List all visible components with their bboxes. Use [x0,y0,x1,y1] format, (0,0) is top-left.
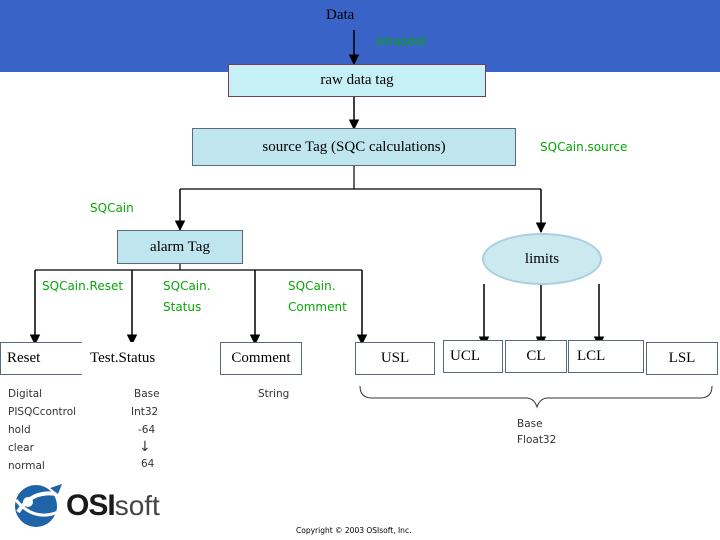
reset-node: Reset [0,342,90,375]
sqcain-status-label-2: Status [163,300,202,314]
teststatus-node: Test.Status [82,342,182,375]
reset-value-2: PISQCcontrol [8,406,77,418]
status-arrow-icon: ↓ [139,439,151,455]
sqcain-comment-label-1: SQCain. [288,279,336,293]
logo-brand-bold: OSI [66,489,116,522]
status-value-2: Int32 [131,406,159,418]
logo-brand-light: soft [114,490,160,521]
reset-value-3: hold [8,424,31,436]
reset-value-5: normal [8,460,45,472]
reset-value-1: Digital [8,388,43,400]
sqcain-status-label-1: SQCain. [163,279,211,293]
sinusoid-label: sinusoid [376,34,426,48]
usl-node: USL [355,342,435,375]
lcl-node: LCL [568,340,644,373]
comment-node: Comment [220,342,302,375]
sqcain-comment-label-2: Comment [288,300,347,314]
reset-value-4: clear [8,442,34,454]
sqcain-reset-label: SQCain.Reset [42,279,124,293]
sqcain-source-label: SQCain.source [540,140,628,154]
ucl-node: UCL [443,340,503,373]
status-value-1: Base [134,388,160,400]
cl-node: CL [505,340,567,373]
copyright-text: Copyright © 2003 OSIsoft, Inc. [296,526,412,535]
globe-icon [14,484,62,527]
limits-value-2: Float32 [517,434,557,446]
data-label: Data [326,7,355,23]
comment-value: String [258,388,290,400]
status-value-3: -64 [138,424,156,436]
lsl-node: LSL [646,342,718,375]
limits-box: limits [482,233,602,285]
alarm-tag-box: alarm Tag [117,230,243,264]
limits-brace [359,385,713,409]
limits-value-1: Base [517,418,543,430]
sqcain-label: SQCain [90,201,134,215]
source-tag-box: source Tag (SQC calculations) [192,128,516,166]
raw-data-tag-box: raw data tag [228,64,486,97]
header-band [0,0,720,72]
status-value-4: 64 [141,458,155,470]
